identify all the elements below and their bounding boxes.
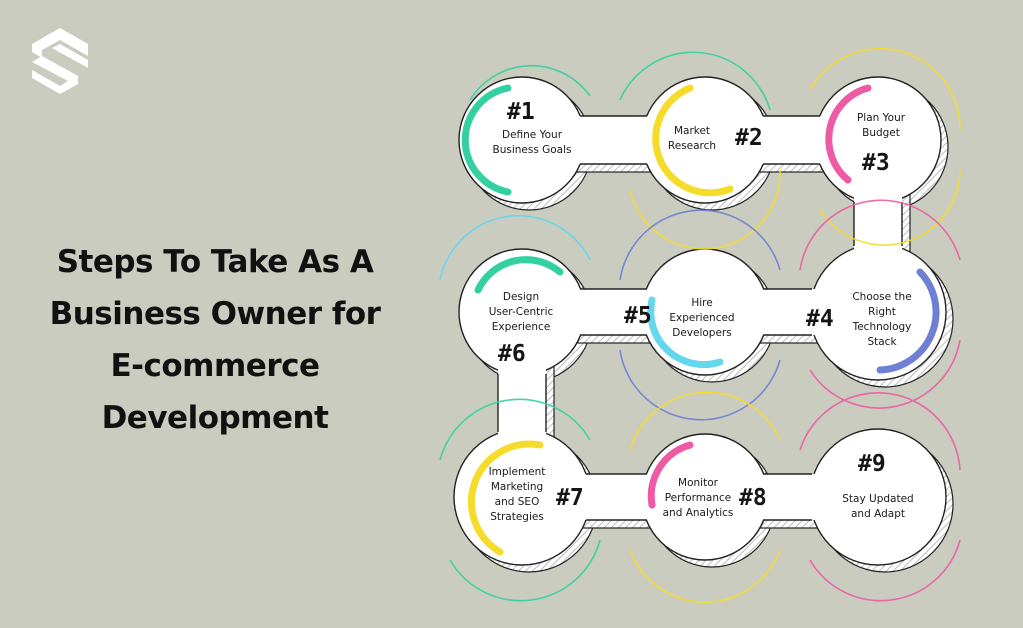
step-6-label: Design bbox=[503, 291, 539, 303]
page-title: Steps To Take As A Business Owner for E-… bbox=[20, 236, 410, 444]
ring-2 bbox=[652, 84, 734, 197]
step-9-number: #9 bbox=[858, 451, 886, 477]
step-1-label: Define Your bbox=[502, 129, 563, 141]
step-4-label: Choose the bbox=[852, 291, 911, 303]
step-7-label: Marketing bbox=[491, 481, 543, 493]
step-4-label: Right bbox=[868, 306, 896, 318]
step-5-label: Experienced bbox=[669, 312, 734, 324]
ring-4 bbox=[876, 268, 940, 374]
step-1-label: Business Goals bbox=[492, 144, 571, 156]
step-8-number: #8 bbox=[739, 485, 767, 511]
step-2-label: Market bbox=[674, 125, 710, 137]
title-line: Business Owner for bbox=[49, 296, 381, 332]
step-8-label: Monitor bbox=[678, 477, 719, 489]
step-6-label: User-Centric bbox=[489, 306, 554, 318]
step-7-label: and SEO bbox=[495, 496, 540, 508]
ring-1 bbox=[461, 84, 512, 196]
step-5-label: Hire bbox=[691, 297, 712, 309]
step-3-label: Plan Your bbox=[857, 112, 906, 124]
ring-3 bbox=[825, 84, 872, 184]
step-7-label: Strategies bbox=[490, 511, 544, 523]
step-6-label: Experience bbox=[492, 321, 551, 333]
step-4-label: Technology bbox=[852, 321, 912, 333]
ring-7 bbox=[467, 440, 544, 556]
ring-6 bbox=[474, 256, 564, 294]
step-9-label: Stay Updated bbox=[842, 493, 913, 505]
title-line: Development bbox=[101, 400, 329, 436]
title-line: E-commerce bbox=[110, 348, 320, 384]
step-2-label: Research bbox=[668, 140, 716, 152]
step-6-number: #6 bbox=[498, 341, 526, 367]
step-8-label: and Analytics bbox=[663, 507, 734, 519]
step-7-number: #7 bbox=[556, 485, 584, 511]
step-8-label: Performance bbox=[665, 492, 732, 504]
step-5-label: Developers bbox=[672, 327, 731, 339]
step-7-label: Implement bbox=[489, 466, 546, 478]
step-3-label: Budget bbox=[862, 127, 900, 139]
step-2-number: #2 bbox=[735, 125, 763, 151]
step-1-number: #1 bbox=[507, 99, 535, 125]
s-logo-icon bbox=[32, 28, 88, 94]
step-3-number: #3 bbox=[862, 150, 890, 176]
title-line: Steps To Take As A bbox=[56, 244, 374, 280]
step-4-number: #4 bbox=[806, 306, 834, 332]
step-5-number: #5 bbox=[624, 303, 652, 329]
step-9-label: and Adapt bbox=[851, 508, 905, 520]
step-4-label: Stack bbox=[867, 336, 897, 348]
ring-8 bbox=[647, 441, 694, 509]
ring-5 bbox=[647, 296, 724, 369]
